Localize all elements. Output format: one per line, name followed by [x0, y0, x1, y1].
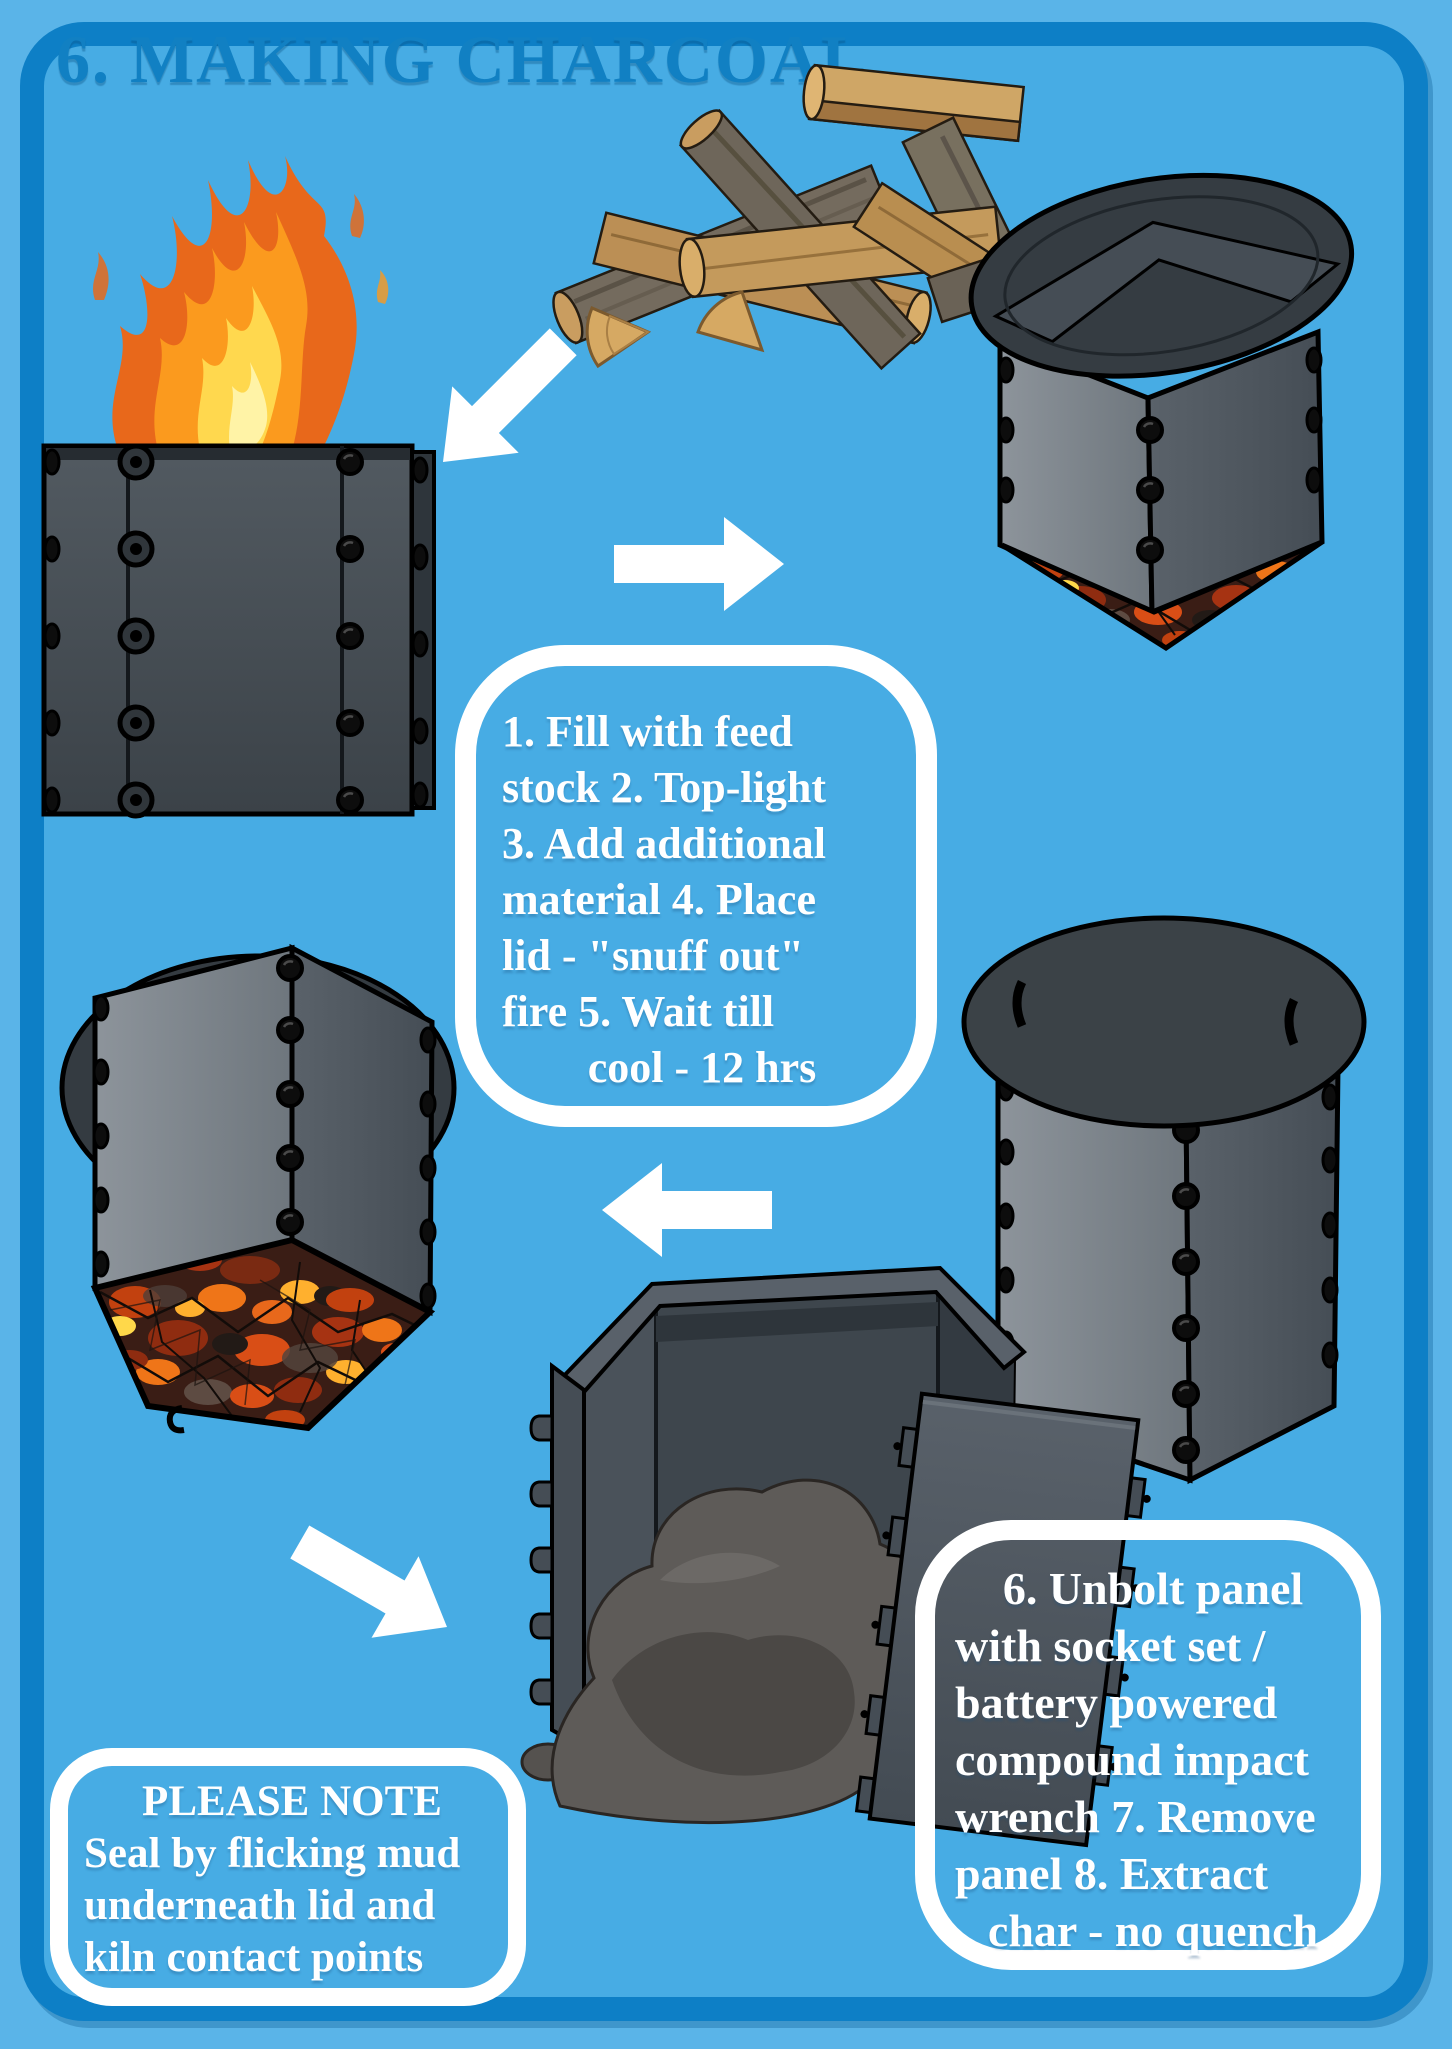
kiln-burning [41, 443, 436, 816]
instruction-line: 1. Fill with feed [502, 707, 793, 756]
note-line: Seal by flicking mud [84, 1830, 461, 1877]
please-note-box: PLEASE NOTE Seal by flicking mud underne… [50, 1748, 526, 2006]
instruction-line: panel 8. Extract [955, 1848, 1269, 1899]
page-title: 6. MAKING CHARCOAL [56, 21, 869, 97]
unbolt-instructions-box: 6. Unbolt panel with socket set / batter… [915, 1520, 1381, 1970]
arrow-down-left-icon [443, 328, 577, 462]
instruction-line: 3. Add additional [502, 819, 827, 868]
arrow-right-icon [614, 517, 784, 611]
instruction-line: stock 2. Top-light [502, 763, 826, 812]
instruction-line: cool - 12 hrs [587, 1043, 817, 1092]
instruction-line: fire 5. Wait till [502, 987, 775, 1036]
instruction-line: compound impact [955, 1734, 1309, 1785]
instruction-line: char - no quench [987, 1905, 1319, 1956]
note-heading: PLEASE NOTE [142, 1778, 442, 1825]
instruction-line: lid - "snuff out" [502, 931, 804, 980]
kiln-embers [59, 943, 457, 1434]
lid-handle [1284, 997, 1299, 1046]
instruction-line: with socket set / [955, 1620, 1266, 1671]
instruction-line: wrench 7. Remove [955, 1791, 1316, 1842]
note-line: underneath lid and [84, 1882, 436, 1929]
arrow-left-icon [602, 1163, 772, 1257]
arrow-down-right-icon [290, 1525, 447, 1638]
fill-instructions-box: 1. Fill with feed stock 2. Top-light 3. … [455, 645, 937, 1127]
lid-handle [1012, 979, 1027, 1028]
kiln-open-unbolted [520, 1265, 1151, 1848]
kiln-lid-tilted [968, 172, 1355, 651]
char-pile [520, 1478, 926, 1825]
note-line: kiln contact points [84, 1934, 424, 1981]
instruction-line: 6. Unbolt panel [1002, 1563, 1304, 1614]
instruction-line: material 4. Place [502, 875, 816, 924]
instruction-line: battery powered [955, 1677, 1278, 1728]
fire-flames-illustration [93, 156, 389, 450]
kiln-lidded [961, 915, 1367, 1485]
unbolted-panel [854, 1391, 1151, 1848]
